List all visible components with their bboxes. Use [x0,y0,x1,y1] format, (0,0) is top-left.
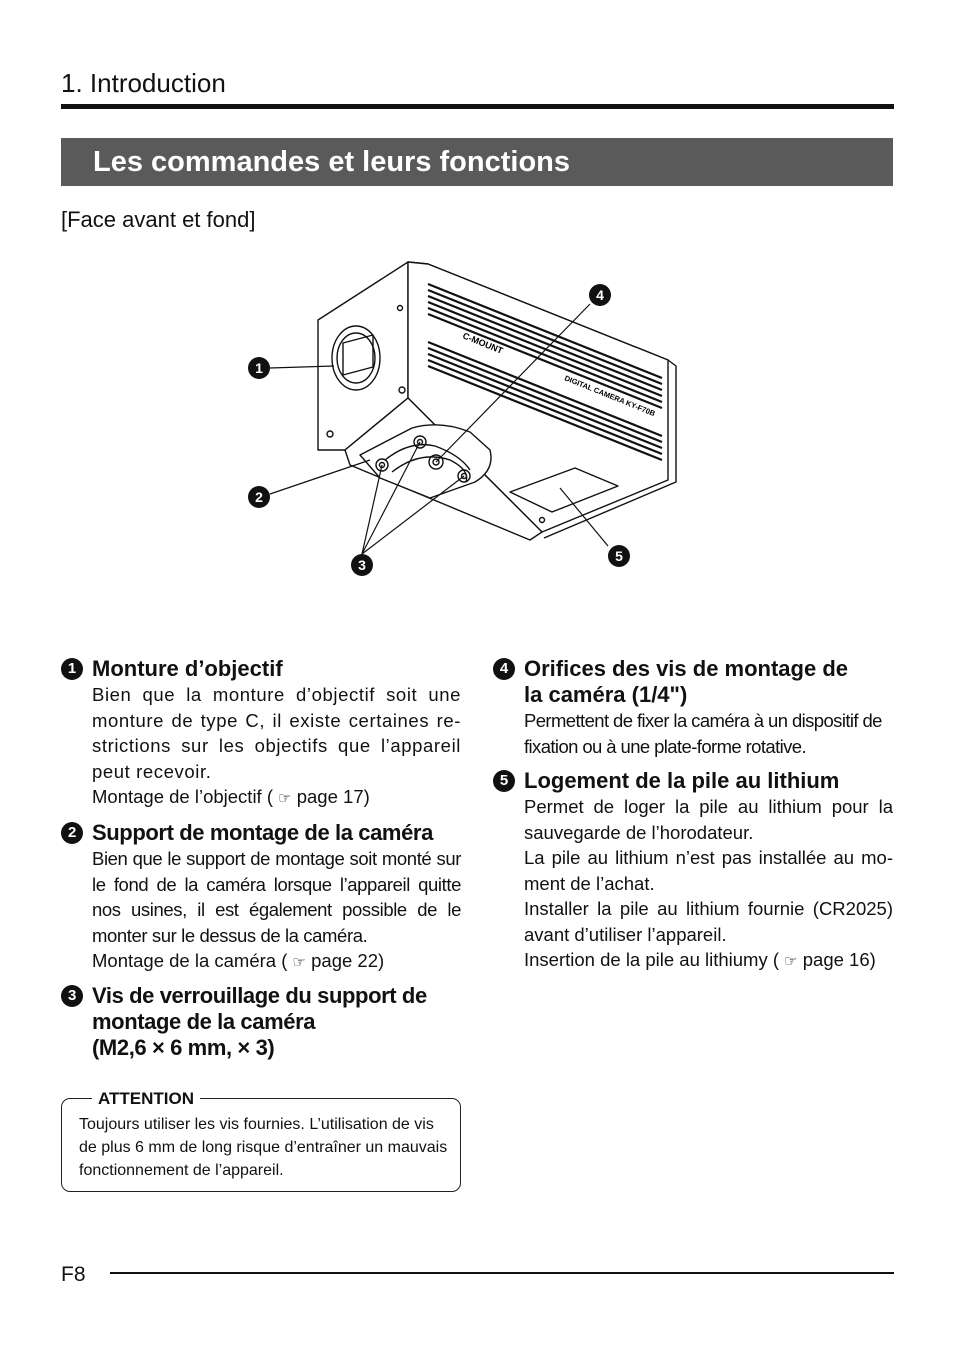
item-title: Logement de la pile au lithium [524,768,840,793]
callout-1: 1 [255,360,263,376]
item-reference: Insertion de la pile au lithiumy ( ☞ pag… [524,949,876,970]
chapter-heading: 1. Introduction [61,68,226,98]
callout-2: 2 [255,489,263,505]
item-mounting-bracket: 2 Support de montage de la caméra Bien qu… [61,820,461,976]
item-title-line: Orifices des vis de montage de [524,656,849,681]
item-number: 1 [61,658,83,680]
item-title-line: Vis de verrouillage du support de [92,983,427,1008]
figure-caption: [Face avant et fond] [61,207,256,232]
item-title: Monture d’objectif [92,656,283,681]
item-text: La pile au lithium n’est pas installée a… [524,847,893,894]
item-mounting-holes: 4 Orifices des vis de montage de la camé… [493,656,893,759]
item-lock-screws: 3 Vis de verrouillage du support de mont… [61,983,461,1061]
item-text: Bien que la monture d’objectif soit une … [92,684,461,782]
page-number: F8 [61,1263,86,1286]
pointing-hand-icon: ☞ [784,953,798,970]
callout-4: 4 [596,287,604,303]
item-reference: Montage de la caméra ( ☞ page 22) [92,950,385,971]
item-text: Permet de loger la pile au lithium pour … [524,796,893,843]
item-reference: Montage de l’objectif ( ☞ page 17) [92,786,370,807]
attention-box [61,1098,461,1192]
item-text: Bien que le support de montage soit mont… [92,848,461,946]
callout-3: 3 [358,557,366,573]
item-number: 5 [493,770,515,792]
pointing-hand-icon: ☞ [278,790,292,807]
attention-label: ATTENTION [92,1089,201,1109]
header-rule [61,104,894,109]
item-title-line: montage de la caméra [92,1009,316,1034]
item-title: Support de montage de la caméra [92,820,433,845]
attention-text: Toujours utiliser les vis fournies. L’ut… [79,1116,448,1179]
footer-rule [110,1272,894,1274]
item-lens-mount: 1 Monture d’objectif Bien que la monture … [61,656,461,812]
item-text: Permettent de fixer la caméra à un dispo… [524,710,882,757]
item-title-line: (M2,6 × 6 mm, × 3) [92,1035,275,1060]
section-banner: Les commandes et leurs fonctions [61,138,893,186]
camera-illustration: C-MOUNT DIGITAL CAMERA KY-F70B 1 2 3 4 5 [248,261,677,576]
item-number: 3 [61,985,83,1007]
callout-5: 5 [615,548,623,564]
item-battery-compartment: 5 Logement de la pile au lithium Permet d… [493,768,893,975]
pointing-hand-icon: ☞ [292,954,306,971]
item-number: 2 [61,822,83,844]
item-number: 4 [493,658,515,680]
item-text: Installer la pile au lithium fournie (CR… [524,898,893,945]
item-title-line: la caméra (1/4") [524,682,688,707]
